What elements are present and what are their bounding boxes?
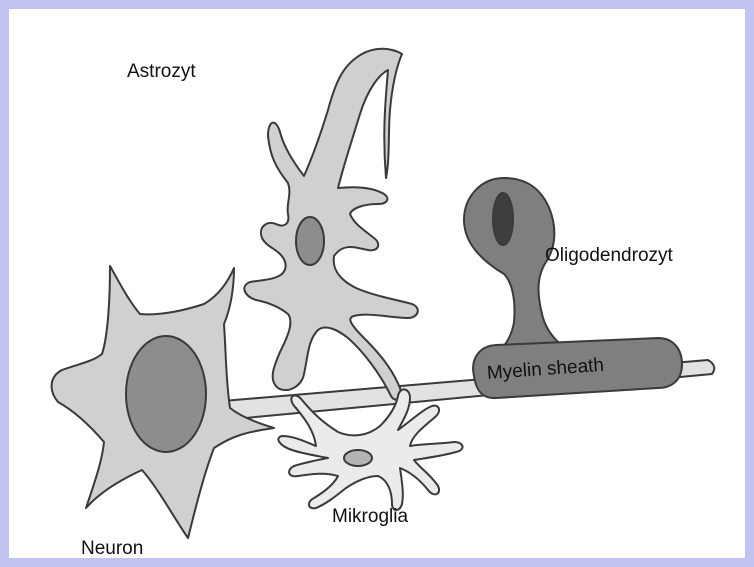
label-oligodendrocyte: Oligodendrozyt [545, 245, 673, 267]
astrocyte-nucleus [296, 217, 324, 265]
oligodendrocyte-nucleus [493, 193, 513, 245]
microglia-cell [278, 389, 462, 510]
glia-cells-diagram [18, 18, 754, 567]
microglia-nucleus [344, 450, 372, 466]
astrocyte-cell [244, 49, 417, 400]
label-neuron: Neuron [81, 538, 143, 560]
label-microglia: Mikroglia [332, 506, 408, 528]
neuron-nucleus [126, 336, 206, 452]
label-astrocyte: Astrozyt [127, 61, 196, 83]
